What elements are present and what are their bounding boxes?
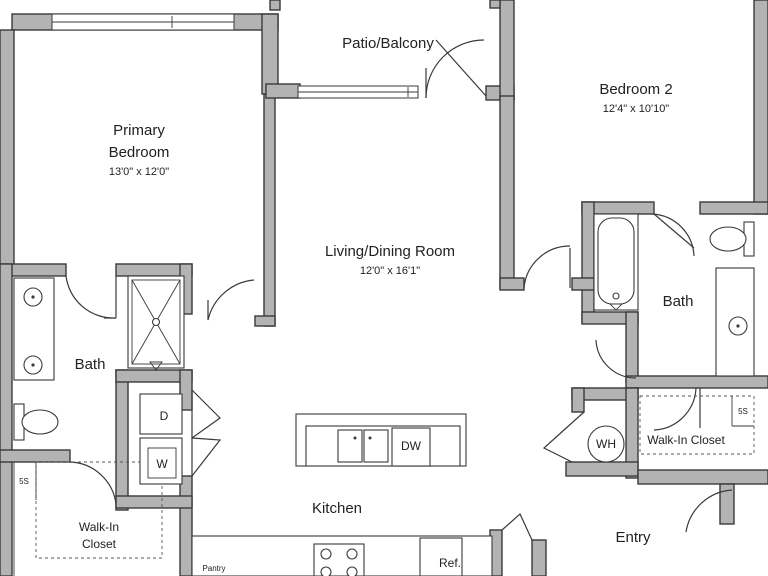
wall-laundry-bottom	[115, 495, 193, 509]
bathtub-icon	[593, 213, 639, 311]
label-walkin-right: Walk-In Closet	[647, 433, 725, 447]
wall-bath2-inner	[625, 311, 639, 383]
door-bedroom2-swing	[523, 245, 571, 289]
fixtures	[13, 213, 755, 576]
doors	[65, 39, 733, 541]
wall-bath2-top-right	[699, 201, 768, 215]
dim-bedroom2: 12'4" x 10'10"	[603, 103, 670, 115]
door-bath2-swing	[651, 213, 695, 257]
sink-icon	[337, 429, 389, 463]
sink-icon	[23, 355, 43, 375]
door-wh-swing	[542, 411, 585, 463]
wall-bath2-left-stub	[571, 277, 595, 291]
wall-bath2-left	[581, 201, 595, 323]
wall-left-lower	[0, 263, 13, 576]
door-bath1-swing	[65, 275, 117, 319]
wall-closet-right-bottom	[637, 469, 768, 485]
label-bath-right: Bath	[663, 293, 694, 310]
wall-laundry-left	[115, 369, 129, 511]
label-living: Living/Dining Room	[325, 243, 455, 260]
shower-icon	[127, 275, 185, 371]
water-heater-tank	[587, 425, 625, 463]
door-patio-leaf2	[435, 39, 487, 97]
door-primary-swing	[207, 279, 255, 321]
door-closet-right-swing	[653, 387, 697, 431]
sink-icon	[23, 287, 43, 307]
wall-closet-right-top	[625, 375, 768, 389]
dishwasher-box	[391, 427, 431, 467]
dryer-box	[139, 393, 183, 435]
sink-icon	[728, 316, 748, 336]
windows	[51, 13, 419, 99]
label-primary-line2: Bedroom	[109, 144, 170, 161]
labels: Patio/Balcony Bedroom 2 12'4" x 10'10" P…	[19, 35, 748, 573]
label-dryer: D	[160, 409, 169, 423]
door-entry-swing	[685, 489, 733, 533]
wall-bedroom2-divider-foot	[499, 277, 525, 291]
wall-patio-top-right	[489, 0, 501, 9]
label-walkin-left-line1: Walk-In	[79, 520, 119, 534]
closet-left-outline	[35, 461, 163, 559]
wall-patio-left-stub	[265, 83, 301, 99]
closet-right-outline	[639, 395, 755, 455]
range-icon	[313, 543, 365, 576]
label-shelf-right: 5S	[738, 407, 748, 416]
wall-laundry-right-bottom	[179, 475, 193, 576]
wall-entry-left	[531, 539, 547, 576]
label-primary-line1: Primary	[113, 122, 165, 139]
wall-wh-left	[571, 387, 585, 413]
label-shelf-left: 5S	[19, 477, 29, 486]
wall-wh-right	[625, 387, 639, 479]
door-closet-left-swing	[69, 461, 117, 505]
wall-bedroom2-right	[753, 0, 768, 215]
wall-bath1-bottom	[0, 449, 71, 463]
refrigerator-box	[419, 537, 463, 576]
label-bedroom2: Bedroom 2	[599, 81, 672, 98]
wall-primary-divider-top	[261, 13, 279, 95]
toilet-icon	[709, 221, 755, 257]
label-refrigerator: Ref.	[439, 556, 461, 570]
wall-patio-right	[499, 0, 515, 101]
door-laundry-lower	[191, 437, 222, 478]
label-patio: Patio/Balcony	[342, 35, 434, 52]
dim-living: 12'0" x 16'1"	[360, 265, 420, 277]
label-bath-left: Bath	[75, 356, 106, 373]
wall-patio-top-left	[269, 0, 281, 11]
washer-box	[139, 437, 183, 485]
label-walkin-left-line2: Closet	[82, 537, 117, 551]
door-bath2-lower-swing	[595, 339, 637, 379]
washer-door	[147, 447, 177, 479]
label-washer: W	[156, 457, 168, 471]
door-patio-swing	[425, 39, 485, 99]
door-bath2-leaf	[653, 213, 695, 249]
wall-primary-divider-foot	[254, 315, 276, 327]
door-laundry-upper	[191, 388, 221, 440]
label-water-heater: WH	[596, 437, 616, 451]
label-entry: Entry	[615, 529, 651, 546]
wall-left-primary	[0, 29, 15, 271]
door-ref-swing	[501, 513, 533, 541]
wall-wh-bottom	[565, 461, 639, 477]
wall-bedroom2-divider	[499, 95, 515, 289]
wall-entry-right	[719, 483, 735, 525]
dim-primary: 13'0" x 12'0"	[109, 166, 169, 178]
wall-bath1-top-left	[0, 263, 67, 277]
label-dishwasher: DW	[401, 439, 422, 453]
wall-primary-divider	[263, 93, 276, 327]
toilet-icon	[13, 403, 59, 441]
label-pantry: Pantry	[202, 564, 225, 573]
label-kitchen: Kitchen	[312, 500, 362, 517]
